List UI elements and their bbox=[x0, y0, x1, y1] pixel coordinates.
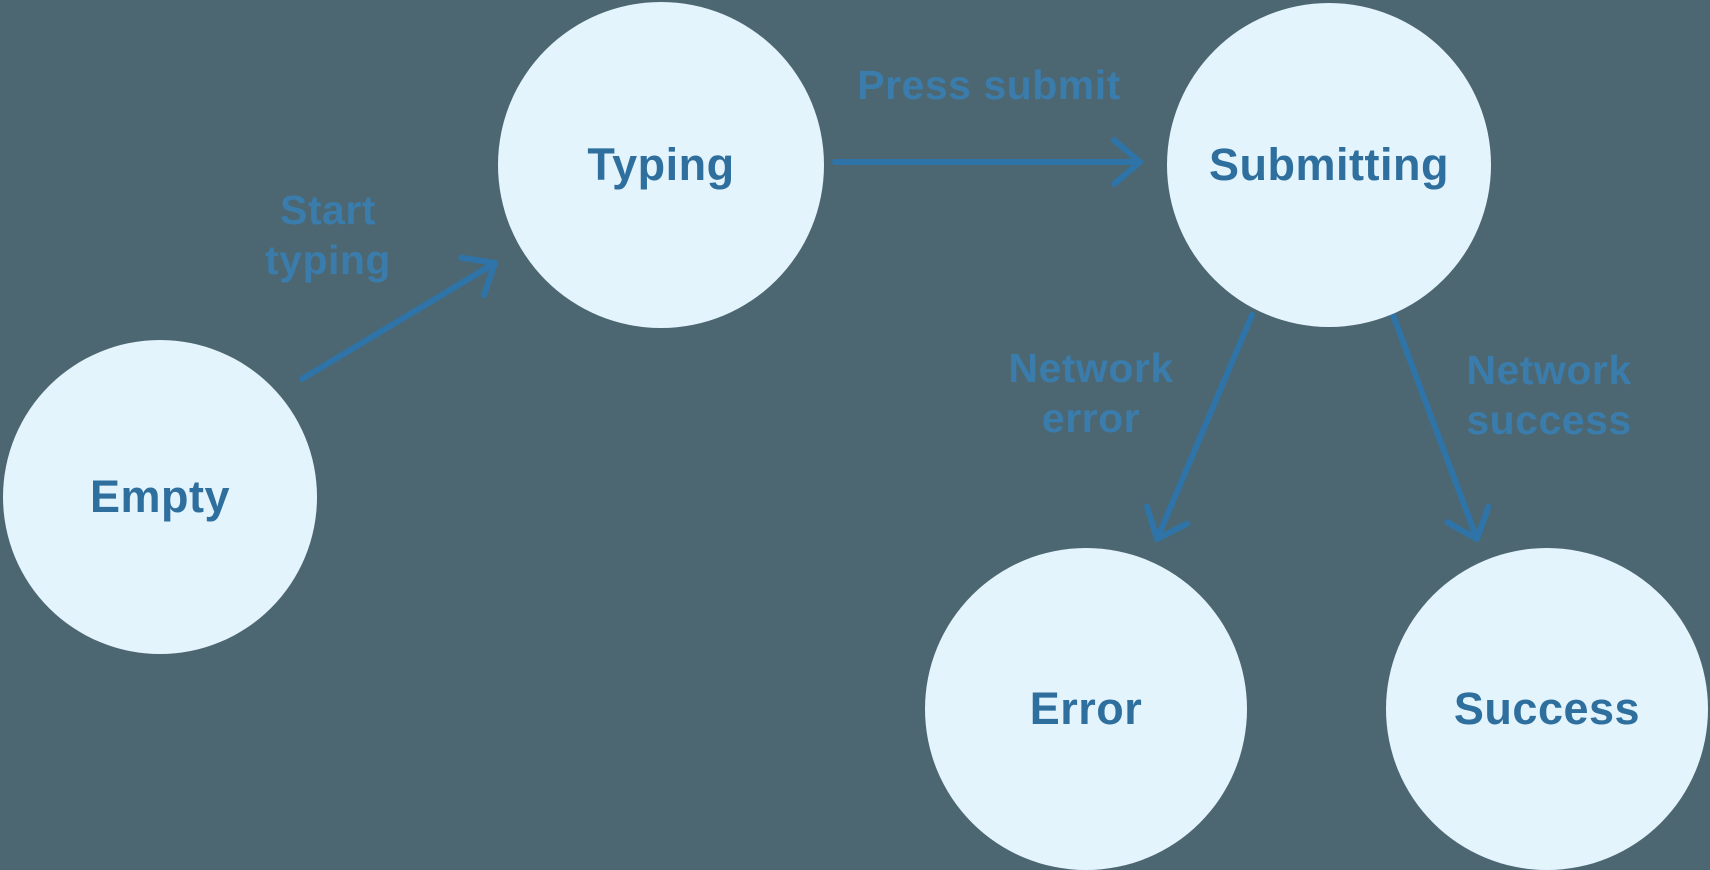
arrow-submitting-to-success bbox=[1390, 312, 1492, 542]
edge-label-network-success: Network success bbox=[1466, 347, 1632, 443]
arrow-submitting-to-error-head bbox=[1144, 503, 1191, 542]
arrow-typing-to-submitting bbox=[832, 137, 1143, 187]
state-node-typing[interactable]: Typing bbox=[498, 2, 824, 328]
arrow-submitting-to-success-head bbox=[1444, 503, 1492, 542]
edge-label-press-submit: Press submit bbox=[857, 62, 1121, 108]
edge-label-start-typing: Start typing bbox=[265, 187, 391, 283]
state-node-label: Empty bbox=[89, 471, 231, 522]
state-node-success[interactable]: Success bbox=[1386, 548, 1708, 870]
arrow-empty-to-typing-head bbox=[458, 254, 498, 299]
state-node-label: Typing bbox=[587, 139, 735, 190]
arrow-submitting-to-error bbox=[1144, 312, 1255, 542]
arrow-typing-to-submitting-head bbox=[1111, 137, 1143, 187]
state-node-error[interactable]: Error bbox=[925, 548, 1247, 870]
state-node-label: Success bbox=[1453, 683, 1641, 734]
state-node-label: Submitting bbox=[1209, 139, 1449, 190]
state-node-empty[interactable]: Empty bbox=[3, 340, 317, 654]
state-node-label: Error bbox=[1029, 683, 1143, 734]
edge-label-network-error: Network error bbox=[1008, 345, 1174, 441]
state-node-submitting[interactable]: Submitting bbox=[1167, 3, 1491, 327]
arrow-empty-to-typing bbox=[299, 254, 498, 382]
